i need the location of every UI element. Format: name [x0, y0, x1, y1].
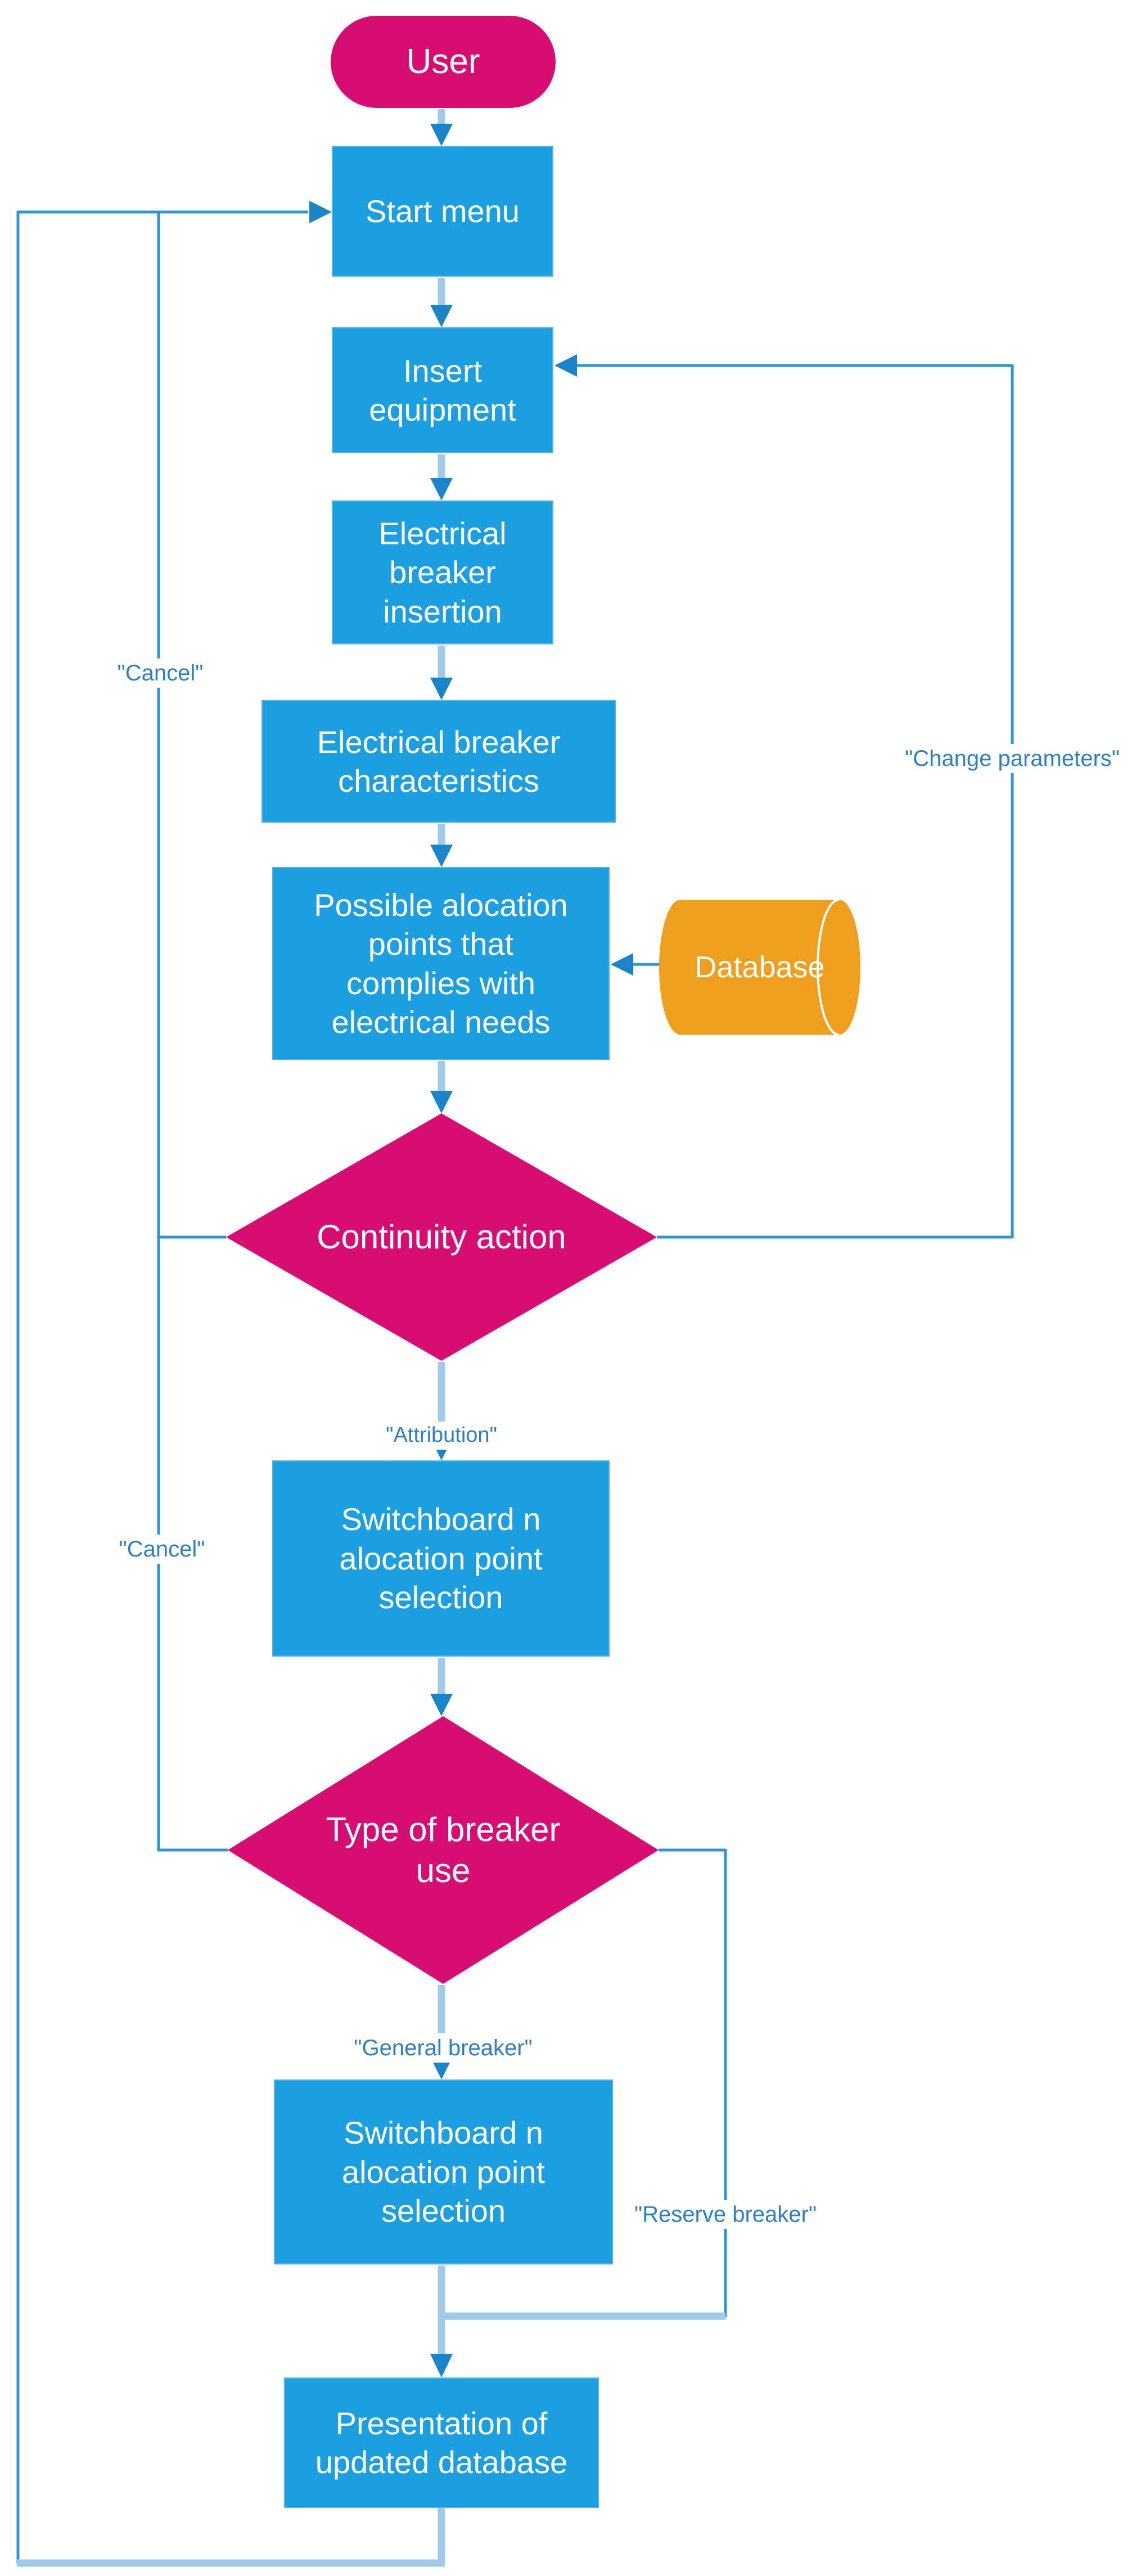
edge-label-general-breaker: "General breaker" — [348, 2033, 538, 2063]
edge-label-cancel-top: "Cancel" — [111, 658, 209, 688]
loop-lines — [16, 210, 1014, 2564]
database-cylinder-rim — [817, 899, 840, 1036]
arrow-into-insert — [430, 305, 453, 327]
edge-label-cancel-bottom: "Cancel" — [113, 1535, 211, 1564]
node-presentation-updated-database: Presentation of updated database — [284, 2378, 599, 2508]
node-database-label: Database — [695, 950, 825, 984]
node-user: User — [331, 16, 556, 108]
node-switchboard-selection-1: Switchboard n alocation point selection — [272, 1460, 610, 1657]
arrow-into-presentation — [430, 2354, 453, 2378]
arrow-database-into-points — [611, 953, 633, 976]
arrow-into-continuity — [430, 1091, 453, 1113]
decision-continuity-action — [226, 1113, 657, 1361]
arrow-into-points — [430, 845, 453, 867]
node-electrical-breaker-characteristics: Electrical breaker characteristics — [262, 700, 616, 823]
node-possible-alocation-points: Possible alocation points that complies … — [272, 867, 610, 1060]
edge-label-change-parameters: "Change parameters" — [899, 744, 1125, 773]
arrow-into-typeuse — [430, 1694, 453, 1716]
arrow-into-startmenu-left — [309, 201, 332, 223]
main-flow-lines — [17, 109, 725, 2567]
node-switchboard-selection-2: Switchboard n alocation point selection — [274, 2079, 613, 2264]
arrow-into-switchboard2 — [430, 2057, 453, 2079]
node-electrical-breaker-insertion: Electrical breaker insertion — [332, 500, 553, 644]
arrow-into-insert-right — [555, 354, 577, 377]
decision-type-of-breaker-use — [228, 1716, 659, 1984]
arrow-into-insertion — [430, 478, 453, 500]
edge-label-reserve-breaker: "Reserve breaker" — [628, 2200, 823, 2229]
database-cylinder — [659, 900, 860, 1035]
edge-label-attribution: "Attribution" — [380, 1422, 503, 1450]
arrow-into-characteristics — [430, 678, 453, 700]
node-insert-equipment: Insert equipment — [332, 327, 553, 453]
node-start-menu: Start menu — [332, 146, 553, 277]
arrow-into-startmenu-top — [430, 124, 453, 146]
